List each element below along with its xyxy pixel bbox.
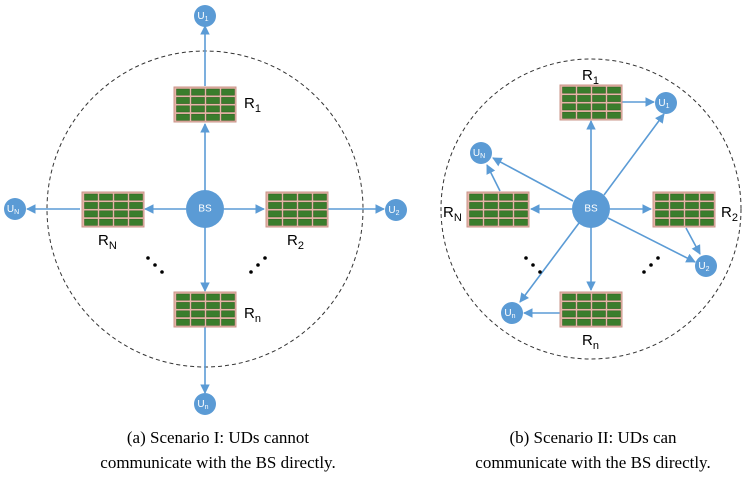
relay-r1-b (559, 84, 623, 121)
u2-sub-b: 2 (706, 266, 710, 273)
uN-label-a: U (7, 204, 14, 215)
scenario-a: BS U1 U2 Un UN R1 R2 Rn RN (a) Scen (4, 5, 407, 472)
relay-r2-b (652, 191, 716, 228)
user-uN-a: UN (4, 198, 26, 220)
rn-label-b: Rn (582, 332, 599, 352)
caption-b-line1: (b) Scenario II: UDs can (509, 428, 677, 447)
u1-sub-b: 1 (666, 103, 670, 110)
relay-rn-a (173, 291, 237, 328)
un-label-b: U (504, 308, 511, 319)
link-r2-u2-b (685, 227, 701, 255)
svg-text:U2: U2 (698, 261, 709, 273)
uN-sub-b: N (480, 153, 485, 160)
r2-label-a: R2 (287, 232, 304, 252)
un-label-a: U (197, 399, 204, 410)
rN-label-a: RN (98, 232, 117, 252)
r1-label-a: R1 (244, 95, 261, 115)
svg-text:UN: UN (473, 148, 485, 160)
svg-text:U1: U1 (197, 11, 208, 23)
u2-sub-a: 2 (396, 210, 400, 217)
svg-text:Un: Un (504, 308, 515, 320)
u2-label-b: U (698, 261, 705, 272)
ellipsis-right-b (642, 256, 660, 274)
user-u2-b: U2 (695, 255, 717, 277)
ellipsis-left-a (146, 256, 164, 274)
u2-label-a: U (388, 205, 395, 216)
ellipsis-left-b (524, 256, 542, 274)
svg-text:U2: U2 (388, 205, 399, 217)
svg-text:UN: UN (7, 204, 19, 216)
svg-text:Un: Un (197, 399, 208, 411)
user-u2-a: U2 (385, 199, 407, 221)
coverage-circle-b (440, 58, 742, 360)
base-station-a (186, 190, 224, 228)
svg-text:U1: U1 (658, 98, 669, 110)
user-uN-b: UN (470, 142, 492, 164)
links-a (26, 25, 385, 394)
link-bs-u2-b (607, 217, 696, 263)
link-bs-u1-b (603, 113, 665, 196)
link-bs-uN-b (492, 157, 574, 202)
link-rN-uN-b (486, 164, 501, 192)
relay-rN-b (466, 191, 530, 228)
r1-label-b: R1 (582, 67, 599, 87)
links-b (486, 97, 701, 318)
u1-label-a: U (197, 11, 204, 22)
un-sub-a: n (205, 404, 209, 411)
bs-label-b: BS (584, 204, 598, 215)
user-u1-b: U1 (655, 92, 677, 114)
caption-a-line2: communicate with the BS directly. (100, 453, 335, 472)
user-un-b: Un (501, 302, 523, 324)
caption-a-line1: (a) Scenario I: UDs cannot (127, 428, 309, 447)
relay-rn-b (559, 291, 623, 328)
user-un-a: Un (194, 393, 216, 415)
relay-r2-a (265, 191, 329, 228)
bs-label-a: BS (198, 204, 212, 215)
relay-r1-a (173, 86, 237, 123)
uN-label-b: U (473, 148, 480, 159)
relay-rN-a (81, 191, 145, 228)
u1-label-b: U (658, 98, 665, 109)
link-bs-un-b (519, 222, 580, 303)
rN-label-b: RN (443, 204, 462, 224)
user-u1-a: U1 (194, 5, 216, 27)
uN-sub-a: N (14, 209, 19, 216)
un-sub-b: n (512, 313, 516, 320)
u1-sub-a: 1 (205, 16, 209, 23)
r2-label-b: R2 (721, 204, 738, 224)
rn-label-a: Rn (244, 305, 261, 325)
ellipsis-right-a (249, 256, 267, 274)
scenario-b: BS U1 U2 Un UN R1 R2 Rn RN (b) Scenario … (440, 58, 742, 472)
base-station-b (572, 190, 610, 228)
caption-b-line2: communicate with the BS directly. (475, 453, 710, 472)
